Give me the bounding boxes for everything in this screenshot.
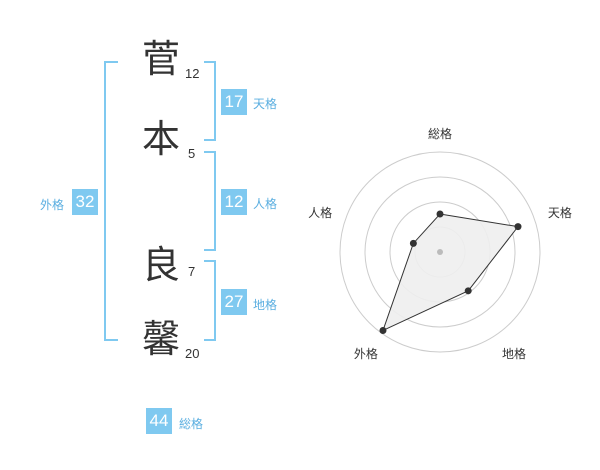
chikaku-value: 27 — [221, 289, 247, 315]
radar-point-外格 — [379, 326, 387, 334]
chikaku-bracket — [204, 260, 216, 341]
radar-ring — [364, 176, 516, 328]
radar-axis-label: 天格 — [548, 205, 572, 220]
radar-center — [437, 249, 443, 255]
jinkaku-bracket — [204, 151, 216, 251]
tenkaku-value: 17 — [221, 89, 247, 115]
radar-axis-label: 人格 — [308, 205, 332, 220]
stroke-count-4: 20 — [185, 346, 200, 361]
gaikaku-bracket — [104, 61, 118, 341]
name-char-2: 本 — [142, 117, 181, 161]
soukaku-value: 44 — [146, 408, 172, 434]
radar-ring — [339, 151, 541, 353]
radar-axis-label: 外格 — [354, 346, 378, 361]
stroke-count-1: 12 — [185, 66, 200, 81]
jinkaku-label: 人格 — [253, 197, 278, 211]
name-char-1: 菅 — [142, 37, 181, 81]
radar-point-人格 — [409, 239, 417, 247]
radar-axis-label: 地格 — [502, 346, 526, 361]
tenkaku-bracket — [204, 61, 216, 141]
tenkaku-label: 天格 — [253, 97, 278, 111]
gaikaku-value: 32 — [72, 189, 98, 215]
jinkaku-value: 12 — [221, 189, 247, 215]
stroke-count-3: 7 — [188, 264, 196, 279]
radar-axis-label: 総格 — [428, 126, 452, 141]
name-char-4: 馨 — [142, 317, 181, 361]
radar-point-天格 — [514, 223, 522, 231]
stroke-count-2: 5 — [188, 146, 196, 161]
name-char-3: 良 — [142, 243, 181, 287]
gaikaku-label: 外格 — [40, 198, 65, 212]
radar-point-総格 — [436, 210, 444, 218]
radar-point-地格 — [464, 287, 472, 295]
soukaku-label: 総格 — [179, 417, 204, 431]
chikaku-label: 地格 — [253, 298, 278, 312]
radar-area — [382, 213, 519, 332]
